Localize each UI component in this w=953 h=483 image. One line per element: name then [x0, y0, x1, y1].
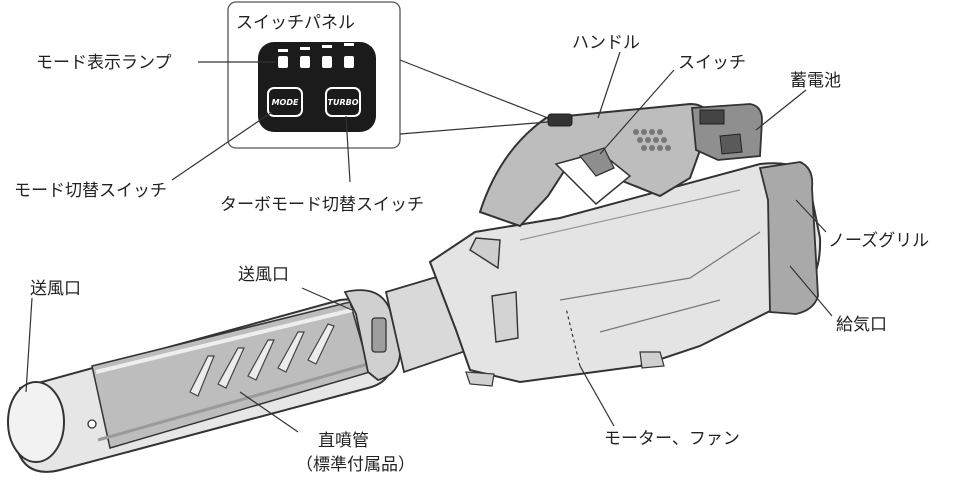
outlet-opening [7, 381, 65, 463]
handle [478, 102, 710, 228]
svg-text:MODE: MODE [272, 98, 299, 107]
label-battery: 蓄電池 [790, 71, 841, 91]
trigger [578, 147, 615, 177]
svg-text:TURBO: TURBO [327, 98, 358, 107]
blower-body [428, 162, 822, 387]
label-outlet-joint: 送風口 [238, 265, 289, 285]
battery-pack [691, 103, 763, 161]
label-air-intake: 給気口 [836, 315, 887, 335]
label-mode-lamp: モード表示ランプ [36, 53, 172, 73]
label-turbo-switch: ターボモード切替スイッチ [220, 195, 424, 215]
leader-lines [25, 51, 833, 433]
label-nozzle-note: （標準付属品） [296, 455, 415, 475]
label-switch: スイッチ [678, 53, 746, 73]
label-motor-fan: モーター、ファン [604, 429, 740, 449]
label-handle: ハンドル [572, 33, 640, 53]
pipe-collar [343, 289, 401, 381]
label-switch-panel: スイッチパネル [236, 13, 355, 33]
label-nose-grill: ノーズグリル [828, 231, 929, 251]
label-outlet-main: 送風口 [30, 279, 81, 299]
turbo-switch-button[interactable] [325, 87, 361, 117]
handle-grip-dots [633, 129, 671, 151]
labels: スイッチパネル モード表示ランプ モード切替スイッチ ターボモード切替スイッチ … [14, 13, 929, 475]
nose-grill [758, 161, 819, 315]
mode-switch-button[interactable] [267, 87, 303, 117]
mode-lamps [278, 43, 354, 68]
nozzle-ribs [189, 323, 335, 397]
label-nozzle-name: 直噴管 [318, 431, 369, 451]
label-mode-switch: モード切替スイッチ [14, 181, 167, 201]
nozzle-pipe [7, 298, 394, 473]
switch-panel-inset: MODE TURBO [227, 1, 401, 149]
